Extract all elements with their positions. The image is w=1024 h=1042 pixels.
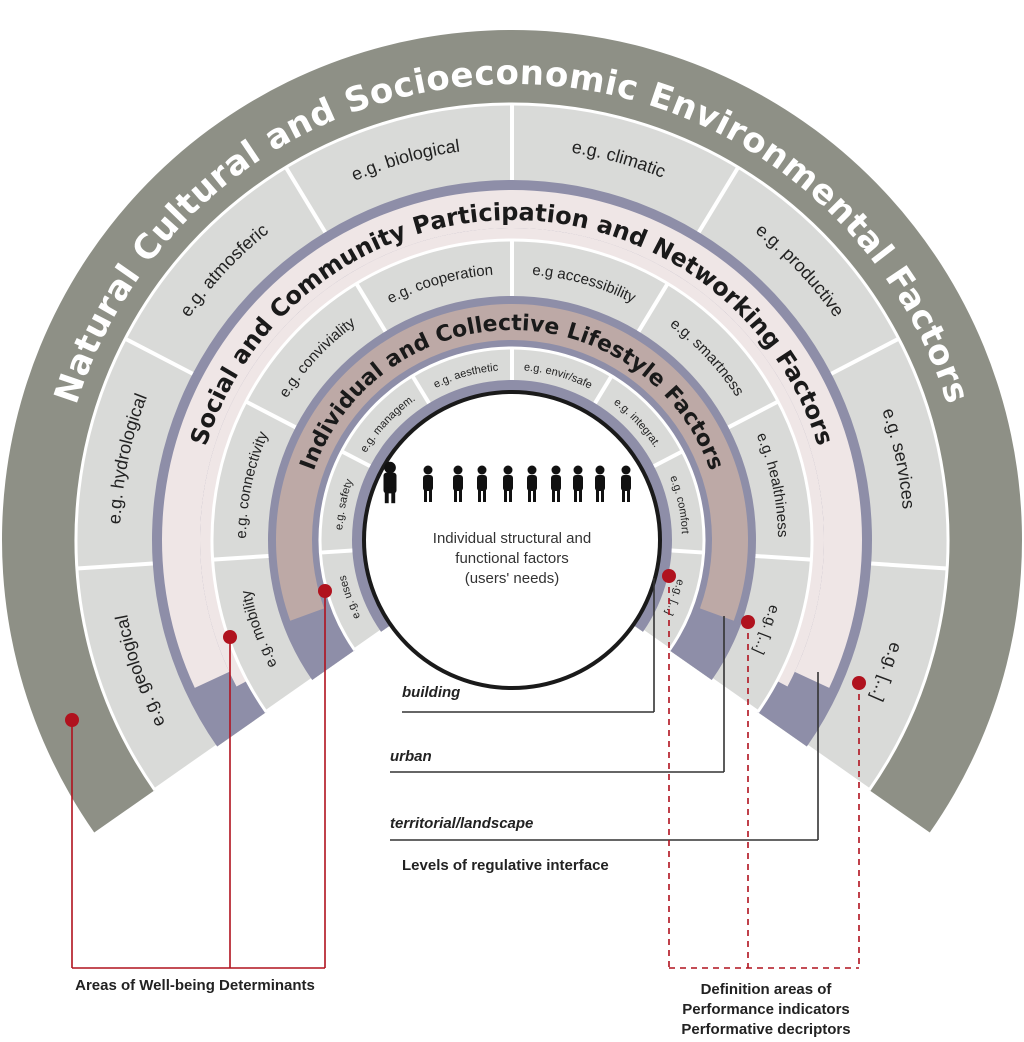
social-divider: [636, 282, 670, 333]
ring-segment-dividers: [74, 102, 950, 792]
social-divider: [265, 678, 314, 714]
outer-divider: [153, 744, 219, 792]
level-territorial-label: territorial/landscape: [390, 815, 533, 832]
legend-definition-line-3: Performative decriptors: [681, 1021, 850, 1038]
center-text-line: (users' needs): [465, 570, 560, 587]
people-pictograms-icon: [383, 461, 631, 504]
center-circle-group: Individual structural and functional fact…: [362, 390, 662, 690]
individual-ring-edge: [318, 346, 706, 651]
center-circle: [362, 390, 662, 690]
social-divider: [755, 553, 812, 562]
individual-divider: [652, 449, 684, 468]
individual-divider: [320, 548, 353, 555]
individual-divider: [410, 374, 431, 405]
social-divider: [212, 553, 269, 562]
social-divider: [244, 399, 297, 430]
levels-annotation: building urban territorial/landscape Lev…: [390, 684, 609, 874]
center-text-line: functional factors: [455, 550, 568, 567]
legend-definition-line-2: Performance indicators: [682, 1001, 850, 1018]
legend-definition-line-1: Definition areas of: [701, 981, 833, 998]
level-building-label: building: [402, 684, 460, 701]
individual-divider: [641, 630, 671, 652]
outer-divider: [76, 561, 153, 571]
outer-divider: [871, 561, 948, 571]
individual-divider: [671, 548, 704, 555]
outer-divider: [830, 336, 900, 376]
social-divider: [710, 678, 759, 714]
outer-ring-edge: [74, 102, 950, 791]
individual-divider: [593, 374, 614, 405]
level-urban-label: urban: [390, 748, 432, 765]
social-divider: [354, 282, 388, 333]
leader-lines: [65, 569, 866, 969]
social-divider: [727, 399, 780, 430]
individual-divider: [340, 449, 372, 468]
center-text-line: Individual structural and: [433, 530, 591, 547]
outer-divider: [124, 336, 194, 376]
outer-divider: [697, 166, 740, 234]
social-ring-edge: [210, 238, 814, 713]
individual-divider: [353, 630, 383, 652]
outer-divider: [284, 166, 327, 234]
levels-caption: Levels of regulative interface: [402, 857, 609, 874]
legend-determinants: Areas of Well-being Determinants: [75, 977, 315, 994]
legend: Areas of Well-being Determinants Definit…: [75, 977, 851, 1038]
